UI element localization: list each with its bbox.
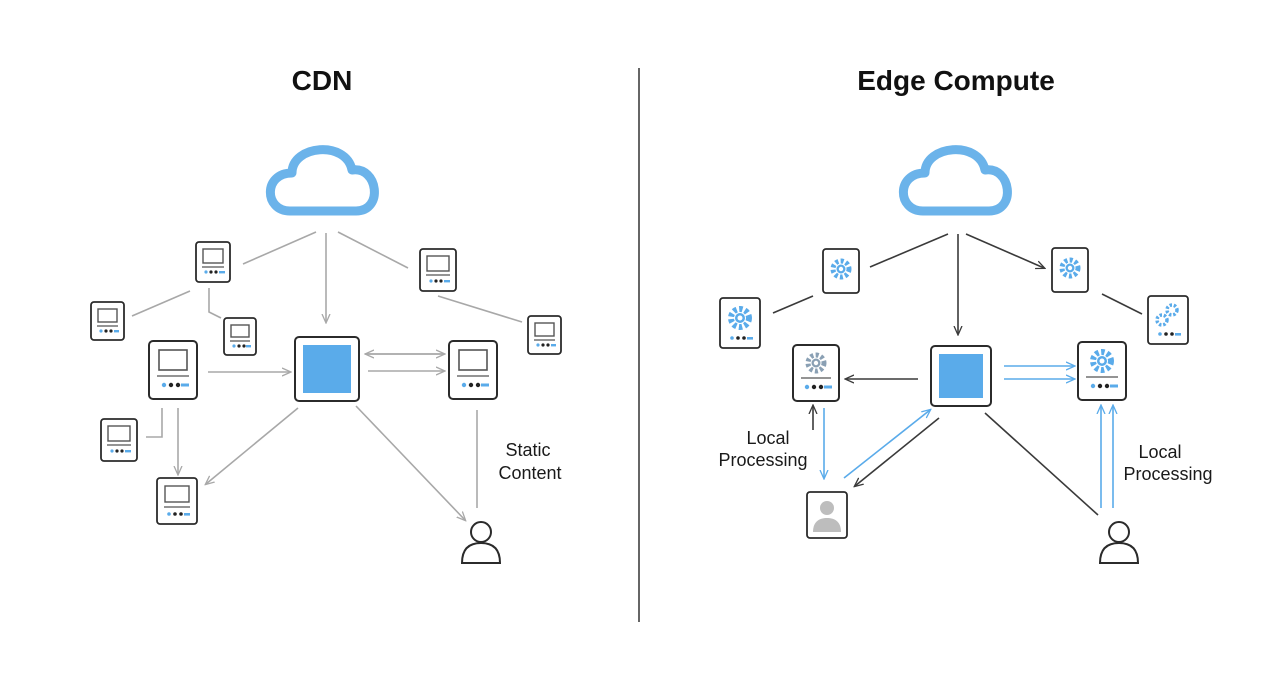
edge-title: Edge Compute	[857, 65, 1055, 96]
server-icon	[195, 241, 231, 283]
server-icon	[148, 340, 198, 400]
edge-central-node	[930, 345, 992, 407]
server-icon	[223, 317, 257, 356]
local-processing-left-line1: Local	[746, 428, 789, 448]
local-processing-right-line2: Processing	[1123, 464, 1212, 484]
gear-server-icon	[822, 248, 860, 294]
cdn-panel: Static Content	[90, 145, 562, 564]
user-photo-icon	[806, 491, 848, 539]
cloud-icon	[265, 145, 379, 216]
server-icon	[90, 301, 125, 341]
local-processing-left-line2: Processing	[718, 450, 807, 470]
edge-panel: Local Processing Local Processing	[718, 145, 1213, 564]
cloud-icon	[898, 145, 1012, 216]
cdn-central-node	[294, 336, 360, 402]
edge-connections-dark	[772, 233, 1143, 516]
server-icon	[419, 248, 457, 292]
cdn-connections	[131, 231, 523, 520]
static-content-label-line1: Static	[505, 440, 550, 460]
server-icon	[100, 418, 138, 462]
edge-connections-blue	[824, 366, 1113, 508]
gear-server-icon	[1051, 247, 1089, 293]
gear-server-icon	[719, 297, 761, 349]
gear-server-icon	[1147, 295, 1189, 345]
server-icon	[448, 340, 498, 400]
user-icon	[460, 521, 502, 564]
user-icon	[1098, 521, 1140, 564]
server-icon	[527, 315, 562, 355]
cdn-title: CDN	[292, 65, 353, 96]
local-processing-right-line1: Local	[1138, 442, 1181, 462]
server-icon	[156, 477, 198, 525]
gear-server-icon	[1077, 341, 1127, 401]
static-content-label-line2: Content	[498, 463, 561, 483]
gear-server-icon	[792, 344, 840, 402]
